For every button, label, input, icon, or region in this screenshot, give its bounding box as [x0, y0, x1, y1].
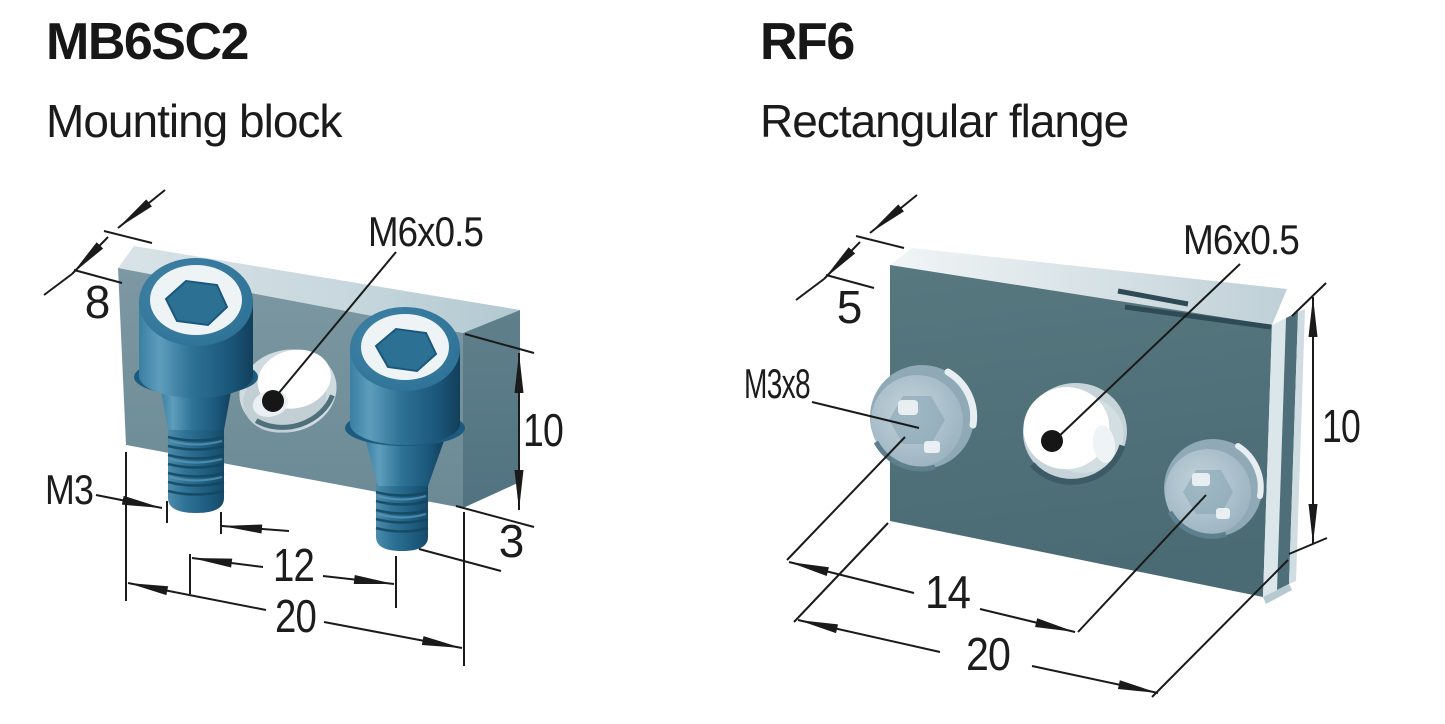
label-depth-8: 8: [85, 276, 110, 328]
flange-bottom-sliver: [1263, 584, 1292, 604]
left-figure-subtitle: Mounting block: [46, 95, 342, 147]
rectangular-flange-figure: 5 M3x8 M6x0.5 10 14 20: [744, 194, 1361, 698]
label-spacing-12: 12: [273, 539, 314, 591]
cap-screw-left: [134, 258, 258, 513]
block-right-face: [463, 310, 520, 508]
left-figure-title: MB6SC2: [46, 13, 249, 71]
flange-screw-left: [870, 365, 978, 472]
mb6sc2-dimension-labels: 8 M6x0.5 10 M3 3 12 20: [45, 208, 564, 642]
label-thread-m6: M6x0.5: [1183, 216, 1299, 263]
label-height-10: 10: [1322, 400, 1360, 452]
leader-dot: [1041, 430, 1063, 452]
flange-slot-upper: [1117, 288, 1189, 307]
leader-dot: [262, 390, 284, 412]
flange-slot-lower: [1124, 304, 1272, 330]
flange-edge-dark: [1277, 312, 1298, 590]
right-figure-subtitle: Rectangular flange: [760, 95, 1129, 147]
flange-edge-light: [1263, 318, 1286, 597]
label-thread-m6: M6x0.5: [368, 208, 483, 255]
label-spacing-14: 14: [925, 566, 970, 618]
mb6sc2-dimension-lines: [43, 189, 535, 666]
flange-top-face: [890, 248, 1287, 325]
hex-socket-left: [164, 279, 229, 327]
cap-screw-right: [345, 307, 465, 551]
label-protrusion-3: 3: [499, 515, 524, 567]
label-depth-5: 5: [837, 281, 862, 333]
label-thread-m3: M3: [45, 466, 93, 513]
rf6-dimension-lines: [786, 194, 1328, 698]
label-screws-m3x8: M3x8: [744, 360, 810, 407]
rf6-dimension-labels: 5 M3x8 M6x0.5 10 14 20: [744, 216, 1361, 680]
label-width-20: 20: [966, 628, 1010, 680]
flange-edge-back: [1289, 309, 1305, 584]
label-height-10: 10: [523, 404, 563, 456]
flange-screw-right: [1164, 439, 1264, 539]
right-figure-title: RF6: [760, 13, 855, 71]
mounting-block-figure: 8 M6x0.5 10 M3 3 12 20: [43, 189, 564, 666]
label-width-20: 20: [275, 590, 316, 642]
hex-socket-right: [374, 327, 438, 373]
